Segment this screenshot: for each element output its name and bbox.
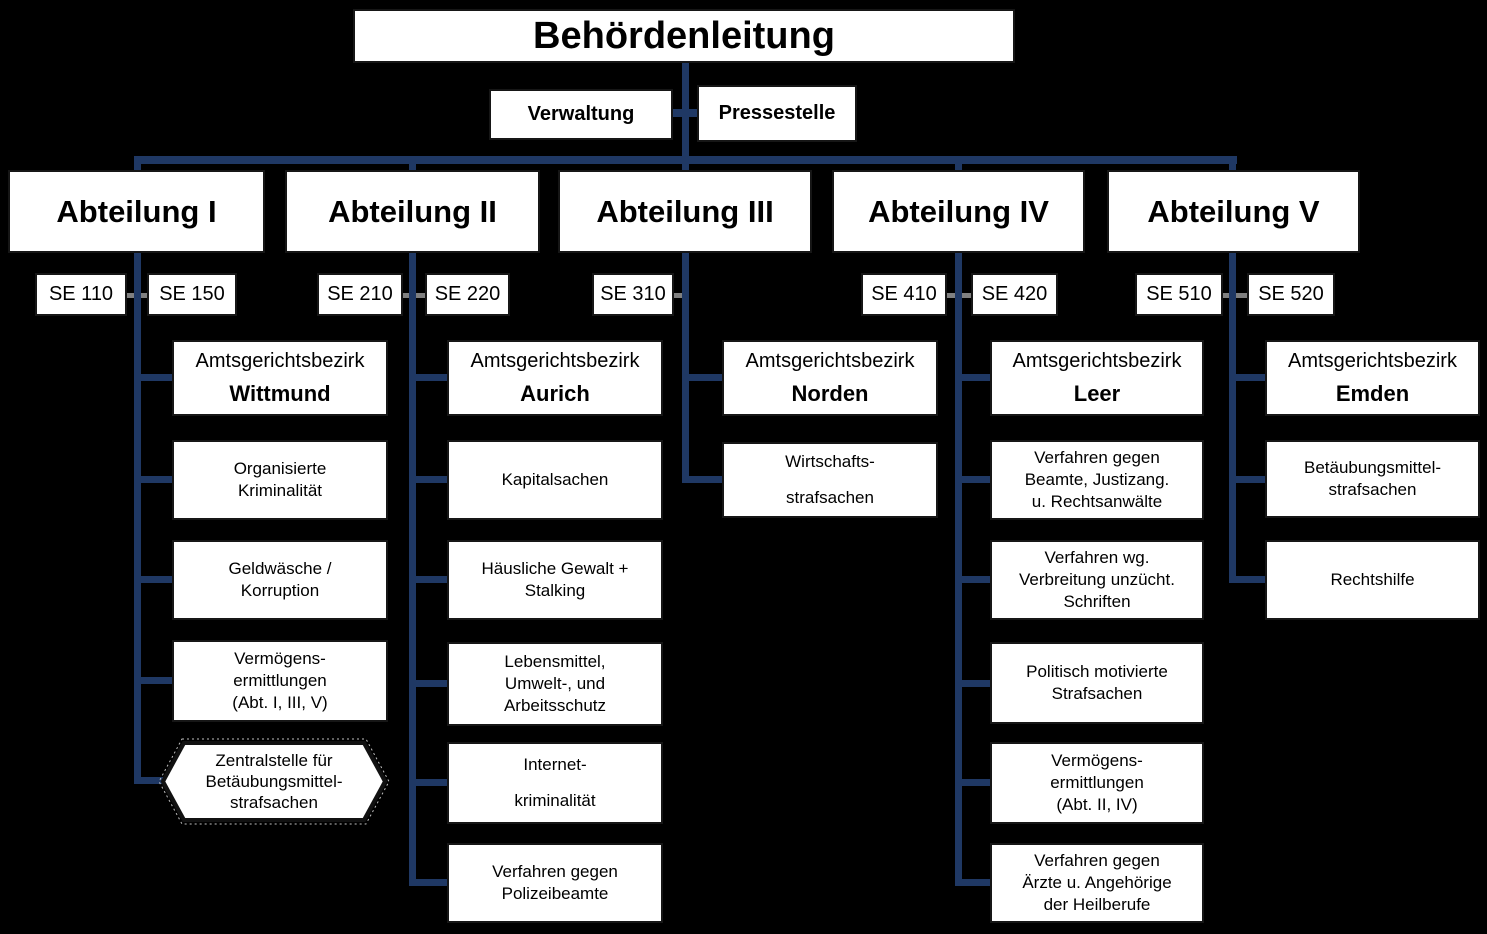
connector-stub <box>955 680 990 687</box>
root-box: Behördenleitung <box>353 9 1015 63</box>
se-box-420: SE 420 <box>971 273 1058 316</box>
connector-stub <box>955 374 990 381</box>
district-city: Leer <box>1073 380 1121 406</box>
connector-stub <box>409 476 447 483</box>
district-prefix: Amtsgerichtsbezirk <box>195 349 365 372</box>
connector-stub <box>409 576 447 583</box>
connector-stub <box>134 677 172 684</box>
district-city: Aurich <box>520 380 590 406</box>
unit-box-vermoegensermittlungen-2: Vermögens- ermittlungen (Abt. II, IV) <box>990 742 1204 824</box>
connector-stub <box>134 777 164 784</box>
connector-stub <box>409 879 447 886</box>
connector-overlap <box>134 290 141 301</box>
se-box-510: SE 510 <box>1135 273 1223 316</box>
connector-col1-line <box>134 156 141 784</box>
unit-box-internetkriminalitaet: Internet- kriminalität <box>447 742 663 824</box>
se-box-410: SE 410 <box>861 273 947 316</box>
district-prefix: Amtsgerichtsbezirk <box>470 349 640 372</box>
district-prefix: Amtsgerichtsbezirk <box>745 349 915 372</box>
unit-box-verbreitung-schriften: Verfahren wg. Verbreitung unzücht. Schri… <box>990 540 1204 620</box>
unit-box-rechtshilfe: Rechtshilfe <box>1265 540 1480 620</box>
staff-box-verwaltung: Verwaltung <box>489 89 673 140</box>
connector-staff-stub <box>671 109 698 117</box>
unit-box-verfahren-aerzte: Verfahren gegen Ärzte u. Angehörige der … <box>990 843 1204 923</box>
connector-overlap <box>409 290 416 301</box>
se-box-520: SE 520 <box>1247 273 1335 316</box>
se-box-110: SE 110 <box>35 273 127 316</box>
unit-box-wirtschaftsstrafsachen: Wirtschafts- strafsachen <box>722 442 938 518</box>
connector-stub <box>1229 374 1265 381</box>
district-box-leer: Amtsgerichtsbezirk Leer <box>990 340 1204 416</box>
unit-box-betaeubungsmittel: Betäubungsmittel- strafsachen <box>1265 440 1480 518</box>
unit-box-verfahren-polizeibeamte: Verfahren gegen Polizeibeamte <box>447 843 663 923</box>
connector-stub <box>955 476 990 483</box>
se-connector <box>671 293 684 298</box>
department-box-2: Abteilung II <box>285 170 540 253</box>
se-box-150: SE 150 <box>147 273 237 316</box>
unit-box-politisch-motivierte: Politisch motivierte Strafsachen <box>990 642 1204 724</box>
connector-col5-line <box>1229 156 1236 583</box>
se-box-210: SE 210 <box>317 273 403 316</box>
connector-overlap <box>1229 290 1236 301</box>
connector-stub <box>1229 576 1265 583</box>
hexagon-shape-icon <box>158 738 390 825</box>
district-box-norden: Amtsgerichtsbezirk Norden <box>722 340 938 416</box>
staff-box-pressestelle: Pressestelle <box>697 85 857 142</box>
unit-box-geldwaesche-korruption: Geldwäsche / Korruption <box>172 540 388 620</box>
department-box-5: Abteilung V <box>1107 170 1360 253</box>
connector-col3-line <box>682 156 689 483</box>
unit-box-verfahren-beamte: Verfahren gegen Beamte, Justizang. u. Re… <box>990 440 1204 520</box>
connector-stub <box>409 680 447 687</box>
connector-overlap <box>955 290 962 301</box>
connector-stub <box>409 374 447 381</box>
unit-box-organisierte-kriminalitaet: Organisierte Kriminalität <box>172 440 388 520</box>
connector-stub <box>682 476 722 483</box>
unit-box-vermoegensermittlungen-1: Vermögens- ermittlungen (Abt. I, III, V) <box>172 640 388 722</box>
district-city: Wittmund <box>229 380 331 406</box>
connector-stub <box>955 576 990 583</box>
department-box-4: Abteilung IV <box>832 170 1085 253</box>
connector-stub <box>134 576 172 583</box>
connector-col2-line <box>409 156 416 886</box>
se-box-220: SE 220 <box>425 273 510 316</box>
connector-stub <box>682 374 722 381</box>
se-box-310: SE 310 <box>592 273 674 316</box>
connector-stub <box>955 779 990 786</box>
connector-stub <box>134 476 172 483</box>
connector-overlap <box>682 290 689 301</box>
connector-stub <box>409 779 447 786</box>
district-box-wittmund: Amtsgerichtsbezirk Wittmund <box>172 340 388 416</box>
department-box-3: Abteilung III <box>558 170 812 253</box>
unit-box-kapitalsachen: Kapitalsachen <box>447 440 663 520</box>
district-city: Norden <box>791 380 869 406</box>
unit-box-lebensmittel-umwelt: Lebensmittel, Umwelt-, und Arbeitsschutz <box>447 642 663 726</box>
district-box-aurich: Amtsgerichtsbezirk Aurich <box>447 340 663 416</box>
department-box-1: Abteilung I <box>8 170 265 253</box>
connector-col4-line <box>955 156 962 886</box>
unit-box-haeusliche-gewalt: Häusliche Gewalt + Stalking <box>447 540 663 620</box>
special-unit-label: Zentralstelle für Betäubungsmittel- stra… <box>205 750 343 813</box>
special-unit-hexagon: Zentralstelle für Betäubungsmittel- stra… <box>158 738 390 825</box>
district-city: Emden <box>1335 380 1410 406</box>
district-prefix: Amtsgerichtsbezirk <box>1288 349 1457 372</box>
district-box-emden: Amtsgerichtsbezirk Emden <box>1265 340 1480 416</box>
connector-stub <box>134 374 172 381</box>
district-prefix: Amtsgerichtsbezirk <box>1012 349 1182 372</box>
connector-stub <box>1229 476 1265 483</box>
connector-stub <box>955 879 990 886</box>
